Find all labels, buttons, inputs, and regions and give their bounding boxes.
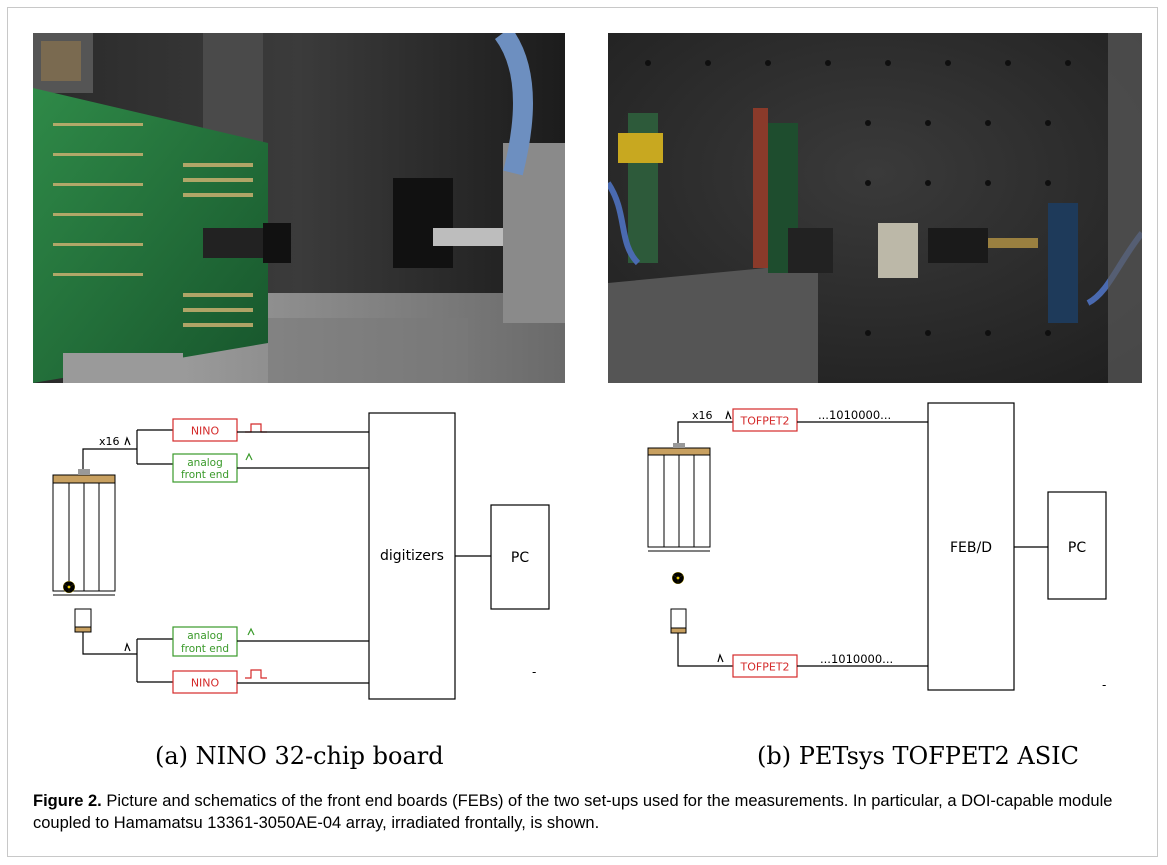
figure-frame (7, 7, 1158, 857)
nino-label-bottom: NINO (191, 677, 220, 690)
photo-tofpet-board (608, 33, 1142, 383)
multiplicity-label-a: x16 (99, 435, 120, 448)
febd-label: FEB/D (950, 540, 992, 556)
digitizers-box (368, 412, 456, 700)
schematic-nino: x16 NINO analog front end analog front e… (33, 395, 565, 725)
caption-text: Picture and schematics of the front end … (33, 792, 1113, 832)
subcaption-a: (a) NINO 32-chip board (155, 742, 444, 770)
analog-box-bottom (172, 626, 238, 657)
dash-a: - (532, 665, 536, 679)
pc-box-a (490, 504, 550, 610)
tofpet-label-bottom: TOFPET2 (739, 661, 789, 674)
pc-label-a: PC (511, 550, 529, 566)
bits-label-bottom: ...1010000... (820, 652, 893, 666)
caption-label: Figure 2. (33, 792, 102, 810)
dash-b: - (1102, 678, 1106, 692)
analog-label-bottom-1: analog (187, 630, 223, 642)
nino-box-bottom (172, 670, 238, 694)
tofpet-label-top: TOFPET2 (739, 415, 789, 428)
crystal-array (52, 469, 116, 596)
pc-box-b (1047, 491, 1107, 600)
nino-label-top: NINO (191, 425, 220, 438)
bits-label-top: ...1010000... (818, 408, 891, 422)
tofpet-box-top (732, 408, 798, 432)
crystal-array-b (647, 443, 711, 552)
radiation-icon-drawn (63, 581, 75, 593)
nino-box-top (172, 418, 238, 442)
radiation-icon-b (672, 572, 684, 584)
reference-crystal (74, 608, 92, 633)
febd-box (927, 402, 1015, 691)
digitizers-label: digitizers (380, 548, 444, 564)
subcaption-b: (b) PETsys TOFPET2 ASIC (757, 742, 1079, 770)
reference-crystal-b (670, 608, 687, 634)
analog-label-top-2: front end (181, 469, 229, 481)
analog-label-top-1: analog (187, 457, 223, 469)
analog-box-top (172, 453, 238, 483)
multiplicity-label-b: x16 (692, 409, 713, 422)
analog-label-bottom-2: front end (181, 643, 229, 655)
schematic-tofpet: x16 TOFPET2 ...1010000... TOFPET2 ...101… (608, 395, 1142, 725)
figure-caption: Figure 2. Picture and schematics of the … (33, 790, 1143, 834)
photo-nino-board (33, 33, 565, 383)
pc-label-b: PC (1068, 540, 1086, 556)
